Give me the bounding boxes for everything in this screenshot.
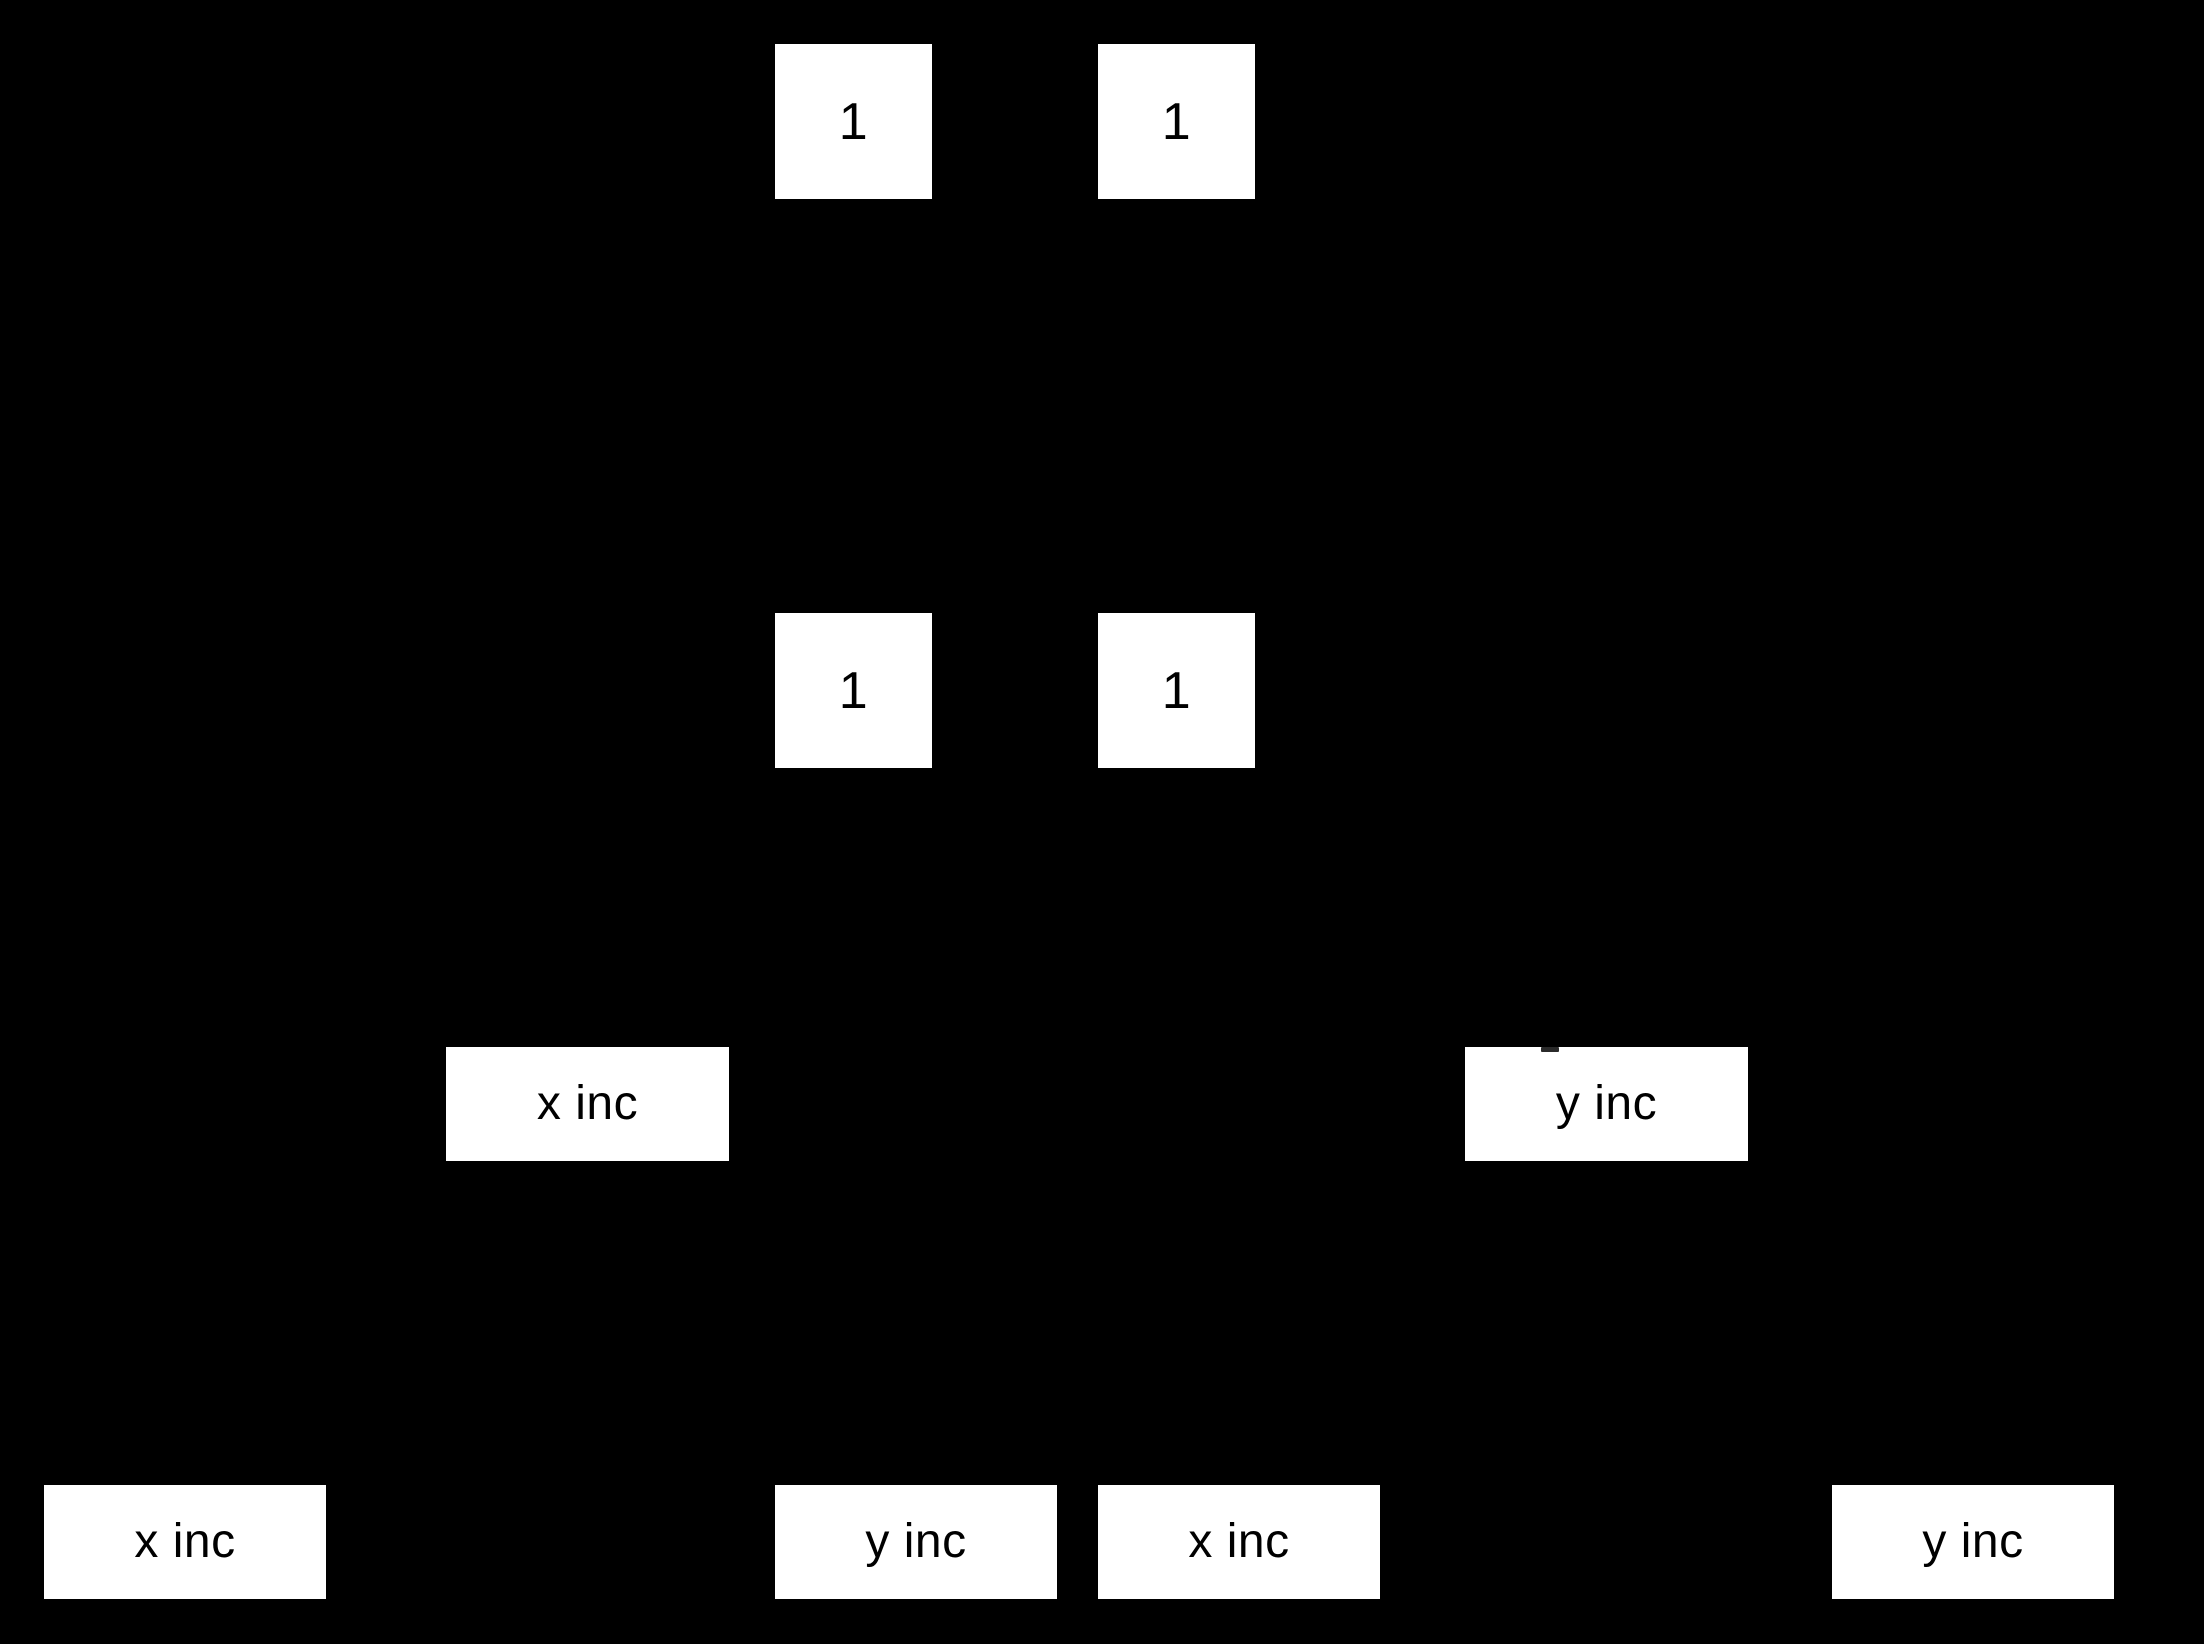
node-label: y inc (865, 1515, 967, 1568)
node-value-r2c2[interactable]: 1 (1098, 613, 1255, 768)
node-operation-r4c3[interactable]: x inc (1098, 1485, 1380, 1599)
node-label: x inc (134, 1515, 236, 1568)
clipped-glyph-fragment (1541, 1047, 1559, 1052)
node-label: y inc (1922, 1515, 2024, 1568)
node-label: 1 (838, 92, 869, 151)
node-operation-r3c1[interactable]: x inc (446, 1047, 729, 1161)
node-operation-r3c2[interactable]: y inc (1465, 1047, 1748, 1161)
node-label: 1 (838, 661, 869, 720)
node-value-r2c1[interactable]: 1 (775, 613, 932, 768)
node-label: y inc (1555, 1077, 1658, 1130)
node-label: x inc (536, 1077, 639, 1130)
node-value-r1c1[interactable]: 1 (775, 44, 932, 199)
node-value-r1c2[interactable]: 1 (1098, 44, 1255, 199)
node-label: 1 (1161, 661, 1192, 720)
node-label: x inc (1188, 1515, 1290, 1568)
node-operation-r4c4[interactable]: y inc (1832, 1485, 2114, 1599)
node-operation-r4c1[interactable]: x inc (44, 1485, 326, 1599)
node-label: 1 (1161, 92, 1192, 151)
node-operation-r4c2[interactable]: y inc (775, 1485, 1057, 1599)
